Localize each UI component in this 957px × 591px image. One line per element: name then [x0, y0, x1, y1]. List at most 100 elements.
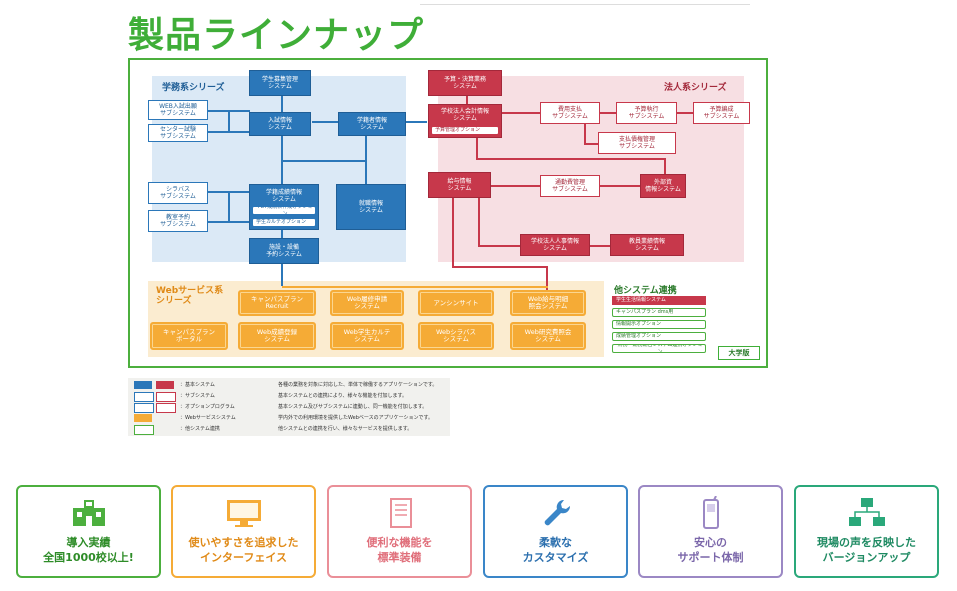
campus-plan-recruit: キャンパスプラン Recruit [238, 290, 316, 316]
web-series-label: Webサービス系 シリーズ [156, 286, 224, 306]
staff-achievement-system: 教員業績情報 システム [610, 234, 684, 256]
page-title: 製品ラインナップ [128, 15, 425, 56]
feature-card[interactable]: 柔軟な カスタマイズ [483, 485, 628, 578]
legend-row: ：他システム連携 他システムとの連携を行い、様々なサービスを提供します。 [128, 424, 450, 435]
monitor-icon [224, 497, 264, 529]
connector-line [502, 112, 540, 114]
legend-desc: 他システムとの連携を行い、様々なサービスを提供します。 [278, 426, 413, 432]
legend-swatch [134, 414, 152, 422]
connector-line [228, 191, 230, 223]
budget-exec-subsystem: 予算執行 サブシステム [616, 102, 677, 124]
legend-desc: 基本システムとの連携により、様々な機能を付加します。 [278, 393, 408, 399]
connector-line [600, 112, 616, 114]
feature-label: 安心の サポート体制 [677, 536, 744, 564]
connector-line [491, 185, 541, 187]
legend-symbol: ：サブシステム [180, 393, 215, 399]
student-karte-option: 学生カルテオプション [252, 218, 316, 227]
connector-line [476, 158, 666, 160]
admission-system: 入試情報 システム [249, 112, 311, 136]
classroom-subsystem: 教室予約 サブシステム [148, 210, 208, 232]
syllabus-subsystem: シラバス サブシステム [148, 182, 208, 204]
legend-swatch [156, 403, 176, 413]
web-payroll-system: Web給与明細 照会システム [510, 290, 586, 316]
legend-swatch [134, 381, 152, 389]
budget-settlement-system: 予算・決算業務 システム [428, 70, 502, 96]
feature-card[interactable]: 現場の声を反映した バージョンアップ [794, 485, 939, 578]
web-syllabus-system: Webシラバス システム [418, 322, 494, 350]
external-system: 外部資 情報システム [640, 174, 686, 198]
budget-option: 予算管理オプション [431, 126, 499, 135]
connector-line [478, 198, 480, 246]
payment-subsystem: 支払債権管理 サブシステム [598, 132, 676, 154]
facility-reservation-system: 施設・設備 予約システム [249, 238, 319, 264]
feature-label: 現場の声を反映した バージョンアップ [817, 536, 916, 564]
pdf-option: PDF成績表作成オプション [252, 206, 316, 215]
legend-desc: 基本システム及びサブシステムに連動し、同一機能を付加します。 [278, 404, 428, 410]
academic-info-system: 学籍者情報 システム [338, 112, 406, 136]
connector-line [281, 228, 283, 240]
connector-line [466, 96, 468, 106]
connector-line [478, 245, 520, 247]
legend-swatch [134, 403, 154, 413]
legend-desc: 学内外での利用環境を提供したWebベースのアプリケーションです。 [278, 415, 434, 421]
legend-swatch [134, 425, 154, 435]
legend-row: ：Webサービスシステム 学内外での利用環境を提供したWebベースのアプリケーシ… [128, 413, 450, 424]
legend: ：基本システム 各種の業務を対象に対応した、単体で稼働するアプリケーションです。… [128, 378, 450, 436]
web-karte-system: Web学生カルテ システム [330, 322, 404, 350]
feature-card[interactable]: 導入実績 全国1000校以上! [16, 485, 161, 578]
notebook-icon [380, 497, 420, 529]
web-attendance-system: Web履修申請 システム [330, 290, 404, 316]
feature-card[interactable]: 安心の サポート体制 [638, 485, 783, 578]
connector-line [312, 121, 314, 123]
feature-label: 柔軟な カスタマイズ [522, 536, 589, 564]
phone-icon [691, 496, 731, 529]
connector-line [405, 121, 427, 123]
legend-symbol: ：オプションプログラム [180, 404, 235, 410]
connector-line [312, 121, 340, 123]
connector-line [584, 143, 598, 145]
connector-line [546, 266, 548, 290]
connector-line [281, 96, 283, 112]
connector-line [282, 286, 548, 288]
commute-subsystem: 通勤費管理 サブシステム [540, 175, 600, 197]
connector-line [452, 198, 454, 268]
connector-line [365, 134, 367, 186]
feature-card[interactable]: 使いやすさを追求した インターフェイス [171, 485, 316, 578]
center-exam-subsystem: センター試験 サブシステム [148, 124, 208, 142]
legend-desc: 各種の業務を対象に対応した、単体で稼働するアプリケーションです。 [278, 382, 438, 388]
divider [420, 4, 750, 5]
student-recruit-system: 学生募集管理 システム [249, 70, 311, 96]
web-grades-system: Web成績登録 システム [238, 322, 316, 350]
hr-system: 学校法人人事情報 システム [520, 234, 590, 256]
other-option-2: 情報開示オプション [612, 320, 706, 329]
career-system: 就職情報 システム [336, 184, 406, 230]
connector-line [476, 137, 478, 159]
legend-swatch [156, 381, 174, 389]
academic-series-label: 学務系シリーズ [162, 83, 225, 93]
legend-swatch [134, 392, 154, 402]
other-systems-label: 他システム連携 [614, 286, 677, 296]
web-admission-subsystem: WEB入試出願 サブシステム [148, 100, 208, 120]
legend-row: ：オプションプログラム 基本システム及びサブシステムに連動し、同一機能を付加しま… [128, 402, 450, 413]
connector-line [600, 185, 640, 187]
legend-symbol: ：Webサービスシステム [180, 415, 236, 421]
corporate-series-label: 法人系シリーズ [664, 83, 727, 93]
university-edition-stamp: 大学版 [718, 346, 760, 360]
legend-row: ：基本システム 各種の業務を対象に対応した、単体で稼働するアプリケーションです。 [128, 380, 450, 391]
connector-line [281, 134, 283, 184]
wrench-icon [536, 497, 576, 529]
connector-line [664, 158, 666, 176]
other-option-1: キャンパスプラン dms用 [612, 308, 706, 317]
connector-line [281, 264, 283, 286]
payroll-system: 給与情報 システム [428, 172, 491, 198]
legend-row: ：サブシステム 基本システムとの連携により、様々な機能を付加します。 [128, 391, 450, 402]
expense-subsystem: 費用支払 サブシステム [540, 102, 600, 124]
connector-line [281, 160, 367, 162]
feature-label: 使いやすさを追求した インターフェイス [188, 536, 299, 564]
other-option-3: 成績管理オプション [612, 332, 706, 341]
legend-symbol: ：基本システム [180, 382, 215, 388]
network-icon [847, 497, 887, 529]
feature-card[interactable]: 便利な機能を 標準装備 [327, 485, 472, 578]
feature-label: 便利な機能を 標準装備 [366, 536, 433, 564]
connector-line [584, 124, 586, 144]
